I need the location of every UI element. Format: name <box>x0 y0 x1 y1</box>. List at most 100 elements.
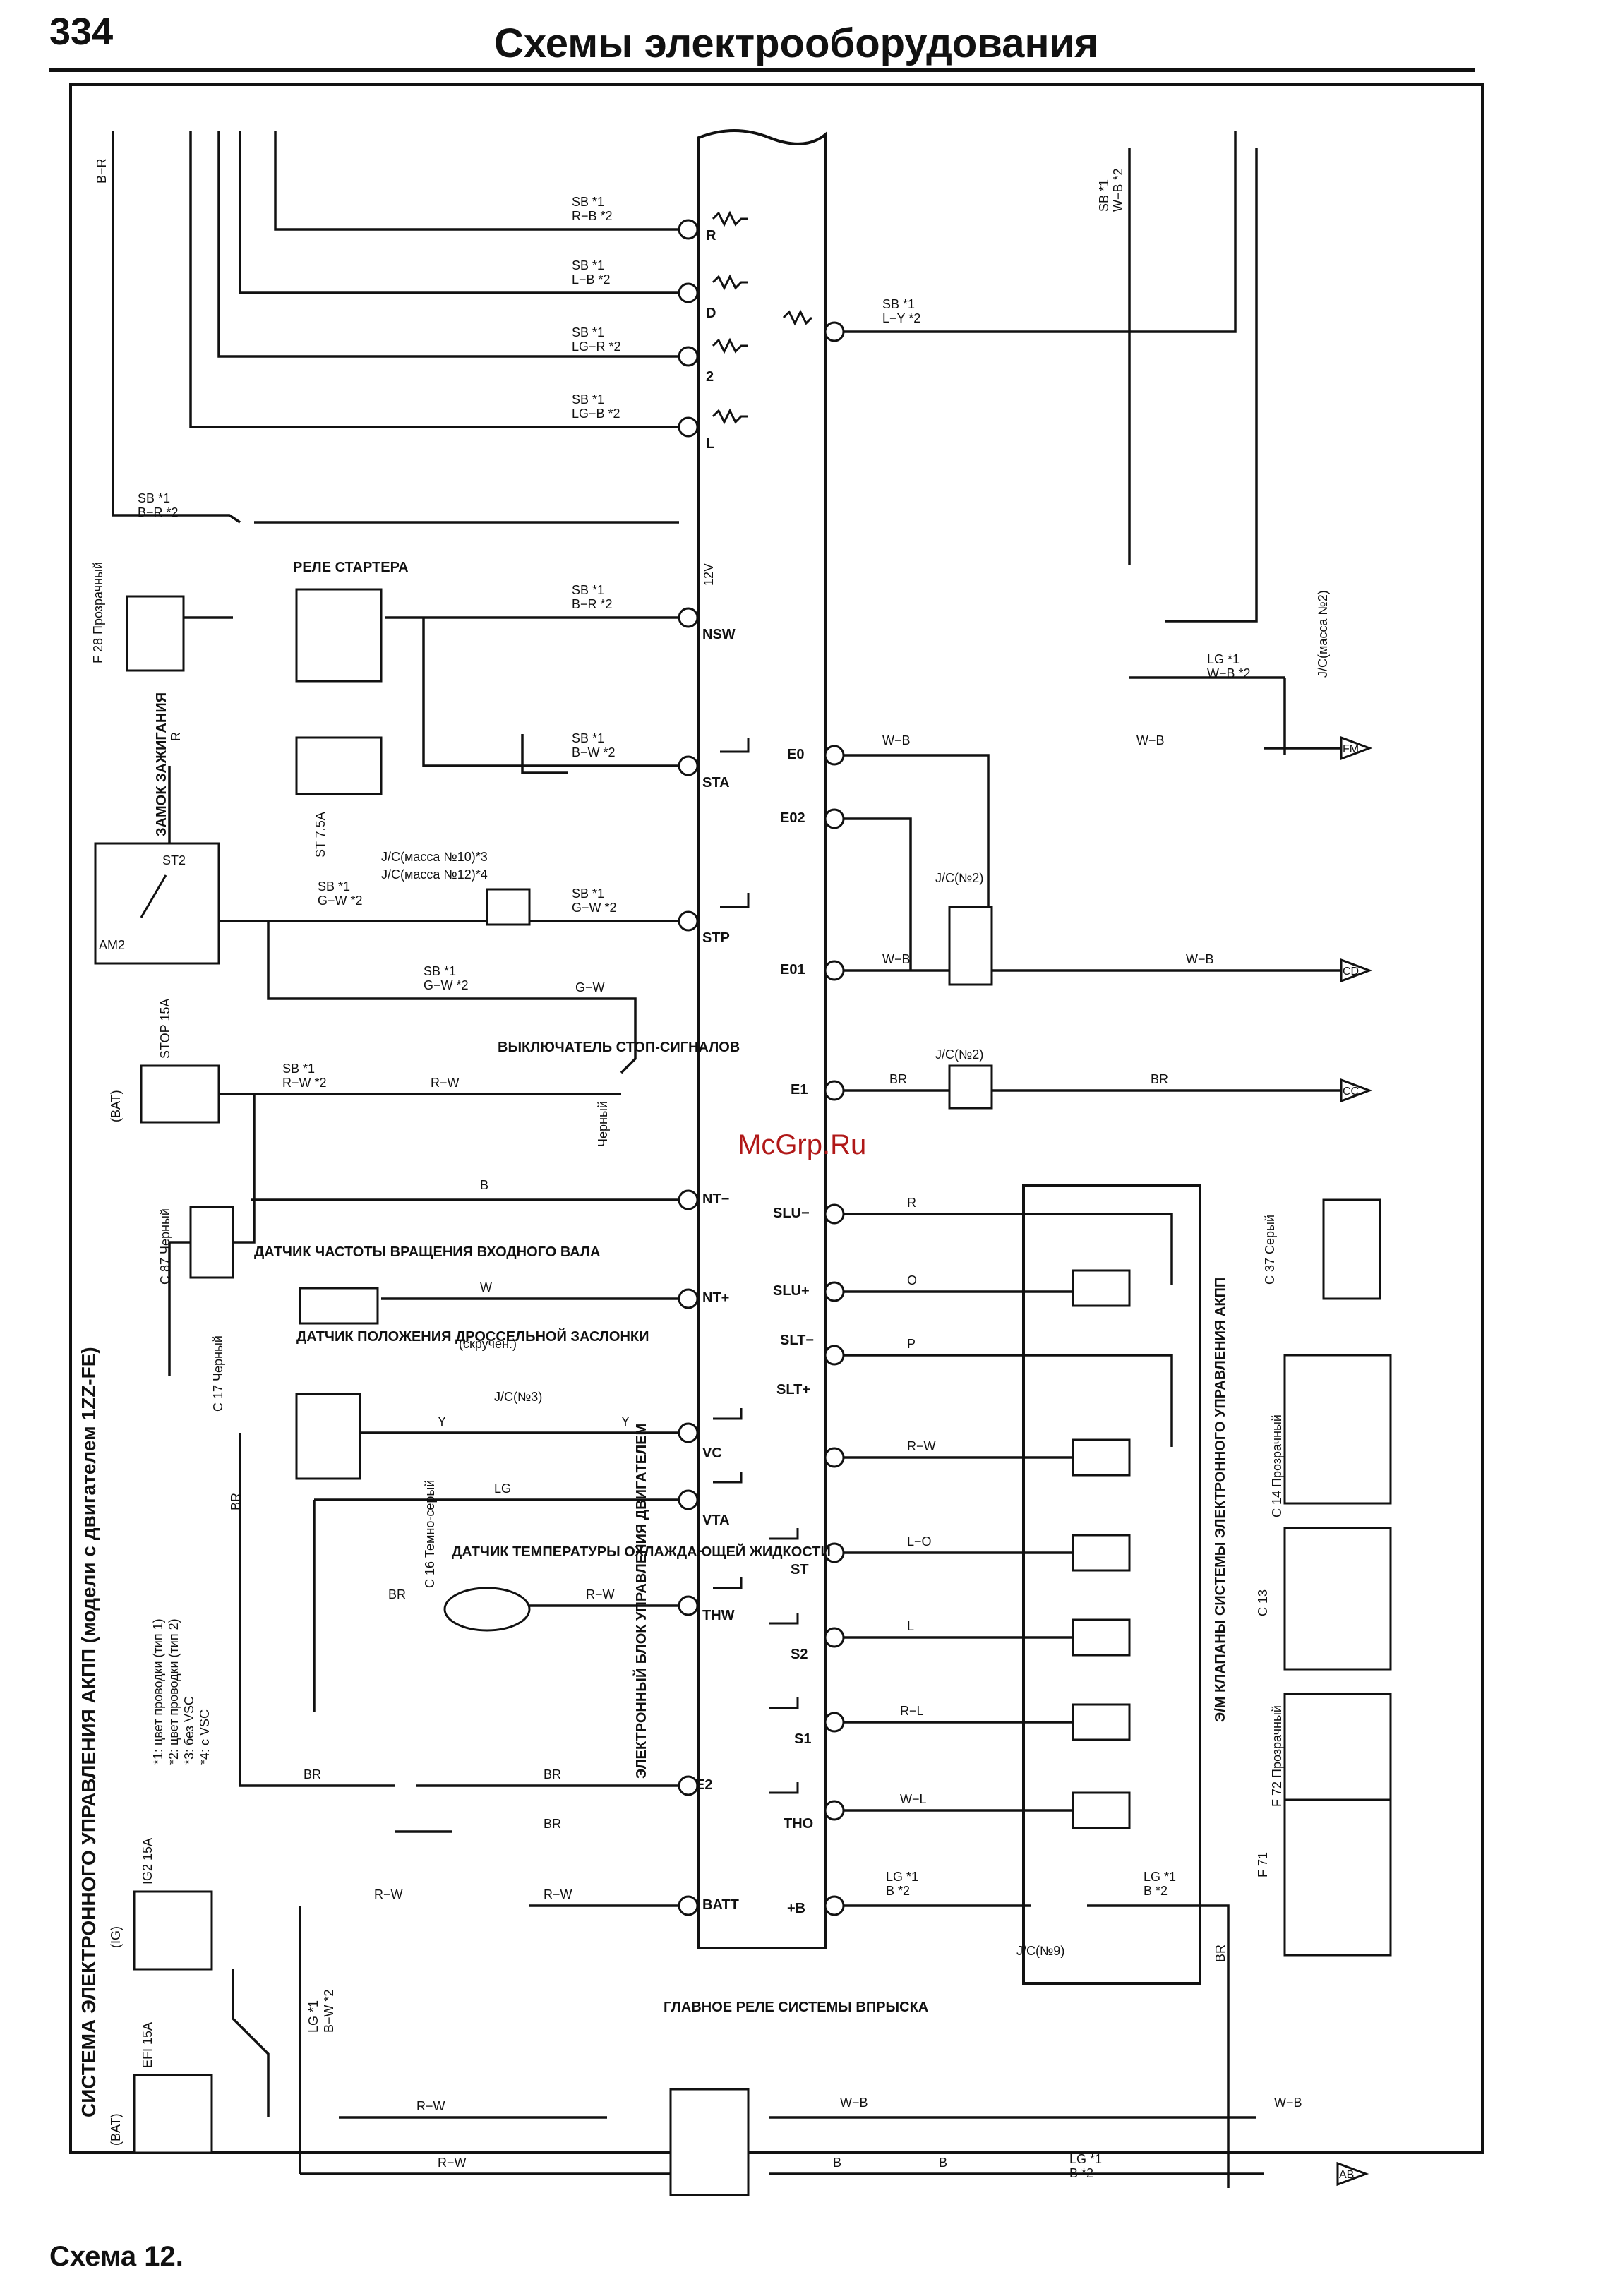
svg-text:CC: CC <box>1343 1086 1359 1098</box>
svg-text:J/C(№2): J/C(№2) <box>935 1047 983 1062</box>
svg-text:NSW: NSW <box>702 627 736 642</box>
svg-text:C 37 Серый: C 37 Серый <box>1263 1215 1277 1285</box>
svg-text:ST: ST <box>791 1562 809 1577</box>
svg-text:SB *1: SB *1 <box>572 195 604 209</box>
connector-pictograms <box>126 595 1392 1957</box>
svg-text:W−B: W−B <box>882 952 911 966</box>
svg-text:SB *1: SB *1 <box>572 392 604 407</box>
svg-text:(BAT): (BAT) <box>109 2113 123 2146</box>
svg-text:W−B: W−B <box>1186 952 1214 966</box>
svg-text:C 16 Темно-серый: C 16 Темно-серый <box>423 1480 437 1588</box>
svg-text:AB: AB <box>1339 2169 1354 2181</box>
svg-text:C 14 Прозрачный: C 14 Прозрачный <box>1270 1414 1284 1517</box>
svg-text:LG: LG <box>494 1481 511 1496</box>
svg-text:J/C(масса №10)*3: J/C(масса №10)*3 <box>381 850 488 864</box>
svg-text:SLT−: SLT− <box>780 1333 814 1348</box>
svg-text:THW: THW <box>702 1608 735 1623</box>
svg-text:SLU+: SLU+ <box>773 1283 810 1299</box>
svg-text:L−O: L−O <box>907 1534 932 1549</box>
svg-text:ВЫКЛЮЧАТЕЛЬ СТОП-СИГНАЛОВ: ВЫКЛЮЧАТЕЛЬ СТОП-СИГНАЛОВ <box>498 1040 740 1055</box>
svg-text:LG *1: LG *1 <box>1069 2152 1102 2166</box>
footnotes: *1: цвет проводки (тип 1) *2: цвет прово… <box>151 1618 212 1765</box>
svg-text:R−L: R−L <box>900 1704 924 1718</box>
svg-text:AM2: AM2 <box>99 938 125 952</box>
svg-text:G−W: G−W <box>575 980 605 994</box>
ground-labels: FM CD CC AB <box>1339 743 1359 2181</box>
svg-text:C 17 Черный: C 17 Черный <box>211 1335 225 1412</box>
svg-text:J/C(№2): J/C(№2) <box>935 871 983 885</box>
svg-text:BR: BR <box>304 1767 321 1781</box>
svg-text:W−L: W−L <box>900 1792 927 1806</box>
svg-text:STOP 15A: STOP 15A <box>158 999 172 1059</box>
svg-text:R−W: R−W <box>431 1076 460 1090</box>
svg-text:J/C(масса №2): J/C(масса №2) <box>1316 590 1330 678</box>
svg-text:S2: S2 <box>791 1647 808 1662</box>
svg-text:R−W: R−W <box>416 2099 445 2113</box>
svg-text:Черный: Черный <box>596 1101 610 1147</box>
svg-text:*2: цвет проводки (тип 2): *2: цвет проводки (тип 2) <box>167 1618 181 1765</box>
ecu-block: ЭЛЕКТРОННЫЙ БЛОК УПРАВЛЕНИЯ ДВИГАТЕЛЕМ <box>632 129 827 1949</box>
wire-labels: SB *1 R−B *2 SB *1 L−B *2 SB *1 LG−R *2 … <box>95 158 1302 2180</box>
svg-text:LG *1: LG *1 <box>886 1870 918 1884</box>
svg-text:P: P <box>907 1337 916 1351</box>
page-title: Схемы электрооборудования <box>494 20 1099 66</box>
svg-text:THO: THO <box>784 1816 813 1832</box>
svg-text:ЗАМОК ЗАЖИГАНИЯ: ЗАМОК ЗАЖИГАНИЯ <box>154 692 169 836</box>
svg-text:SB *1: SB *1 <box>572 886 604 901</box>
svg-text:SB *1: SB *1 <box>282 1062 315 1076</box>
svg-text:BR: BR <box>889 1072 907 1086</box>
svg-text:STP: STP <box>702 930 730 946</box>
svg-text:NT−: NT− <box>702 1191 729 1207</box>
sensors <box>295 888 993 1632</box>
svg-text:(BAT): (BAT) <box>109 1090 123 1122</box>
svg-text:R−W: R−W <box>907 1439 936 1453</box>
svg-text:*3: без VSC: *3: без VSC <box>182 1696 196 1765</box>
svg-text:SB *1: SB *1 <box>1097 179 1111 212</box>
svg-text:BR: BR <box>388 1587 406 1601</box>
svg-text:J/C(№9): J/C(№9) <box>1016 1944 1064 1958</box>
svg-text:B *2: B *2 <box>886 1884 910 1898</box>
svg-text:B *2: B *2 <box>1069 2166 1093 2180</box>
svg-text:(скручен.): (скручен.) <box>459 1337 517 1351</box>
svg-text:W−B: W−B <box>840 2096 868 2110</box>
svg-text:ДАТЧИК ТЕМПЕРАТУРЫ ОХЛАЖДАЮЩЕЙ: ДАТЧИК ТЕМПЕРАТУРЫ ОХЛАЖДАЮЩЕЙ ЖИДКОСТИ <box>452 1543 831 1560</box>
svg-text:SB *1: SB *1 <box>424 964 456 978</box>
svg-text:G−W *2: G−W *2 <box>572 901 617 915</box>
svg-text:SLU−: SLU− <box>773 1206 810 1221</box>
svg-text:BR: BR <box>1213 1945 1228 1962</box>
svg-text:LG *1: LG *1 <box>306 2000 320 2033</box>
svg-text:SB *1: SB *1 <box>882 297 915 311</box>
svg-text:E01: E01 <box>780 962 805 978</box>
svg-text:J/C(№3): J/C(№3) <box>494 1390 542 1404</box>
svg-text:R−W: R−W <box>438 2156 467 2170</box>
svg-text:W−B: W−B <box>882 733 911 747</box>
svg-text:R: R <box>706 228 716 244</box>
svg-text:BR: BR <box>544 1817 561 1831</box>
figure-caption: Схема 12. <box>49 2241 184 2272</box>
svg-text:B−R: B−R <box>95 158 109 184</box>
svg-text:O: O <box>907 1273 917 1287</box>
svg-text:L−Y *2: L−Y *2 <box>882 311 920 325</box>
ecu-right-labels: E0 E02 E01 E1 SLU− SLU+ SLT− SLT+ ST S2 … <box>773 747 814 1916</box>
svg-text:F 71: F 71 <box>1256 1852 1270 1877</box>
svg-text:IG2 15A: IG2 15A <box>140 1838 155 1885</box>
svg-text:РЕЛЕ СТАРТЕРА: РЕЛЕ СТАРТЕРА <box>293 560 409 575</box>
svg-text:LG−B *2: LG−B *2 <box>572 407 620 421</box>
svg-text:G−W *2: G−W *2 <box>318 894 363 908</box>
svg-text:(IG): (IG) <box>109 1926 123 1948</box>
ecu-internal-elements <box>712 210 813 1794</box>
svg-text:Y: Y <box>621 1414 630 1429</box>
svg-text:SLT+: SLT+ <box>776 1382 810 1398</box>
svg-text:SB *1: SB *1 <box>572 325 604 339</box>
svg-text:R−W: R−W <box>544 1887 572 1901</box>
solenoid-block: Э/М КЛАПАНЫ СИСТЕМЫ ЭЛЕКТРОННОГО УПРАВЛЕ… <box>1022 1184 1228 1985</box>
svg-text:12V: 12V <box>702 563 716 586</box>
svg-text:B−W *2: B−W *2 <box>322 1989 336 2033</box>
svg-text:Y: Y <box>438 1414 446 1429</box>
svg-text:BR: BR <box>229 1493 243 1510</box>
svg-text:J/C(масса №12)*4: J/C(масса №12)*4 <box>381 867 488 882</box>
watermark: McGrp.Ru <box>738 1129 867 1160</box>
svg-text:L: L <box>706 436 714 452</box>
svg-text:L−B *2: L−B *2 <box>572 272 611 287</box>
wires <box>112 131 1362 2188</box>
